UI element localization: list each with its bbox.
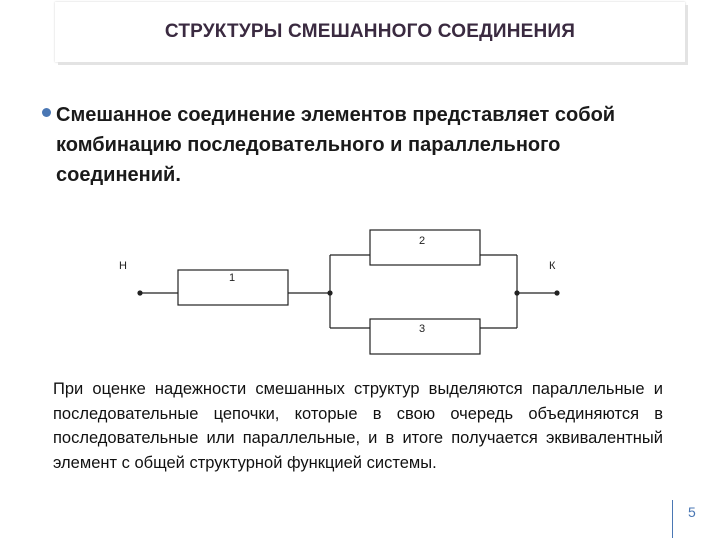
element-2-box <box>369 229 481 266</box>
element-2-label: 2 <box>419 235 425 247</box>
end-label: К <box>549 260 556 272</box>
page-divider <box>672 500 673 538</box>
bullet-item: Смешанное соединение элементов представл… <box>42 100 682 190</box>
junction-node-left <box>327 290 333 296</box>
slide-title: СТРУКТУРЫ СМЕШАННОГО СОЕДИНЕНИЯ <box>164 21 576 42</box>
page-number: 5 <box>688 504 696 520</box>
explanation-paragraph: При оценке надежности смешанных структур… <box>53 380 663 472</box>
junction-node-right <box>514 290 520 296</box>
bullet-dot-icon <box>42 108 51 117</box>
end-node <box>554 290 560 296</box>
element-3-label: 3 <box>419 323 425 335</box>
start-node <box>137 290 143 296</box>
title-box: СТРУКТУРЫ СМЕШАННОГО СОЕДИНЕНИЯ <box>55 2 685 62</box>
element-1-box <box>177 269 289 306</box>
element-1-label: 1 <box>229 272 235 284</box>
element-3-box <box>369 318 481 355</box>
bullet-text: Смешанное соединение элементов представл… <box>56 104 616 186</box>
start-label: Н <box>119 260 127 272</box>
